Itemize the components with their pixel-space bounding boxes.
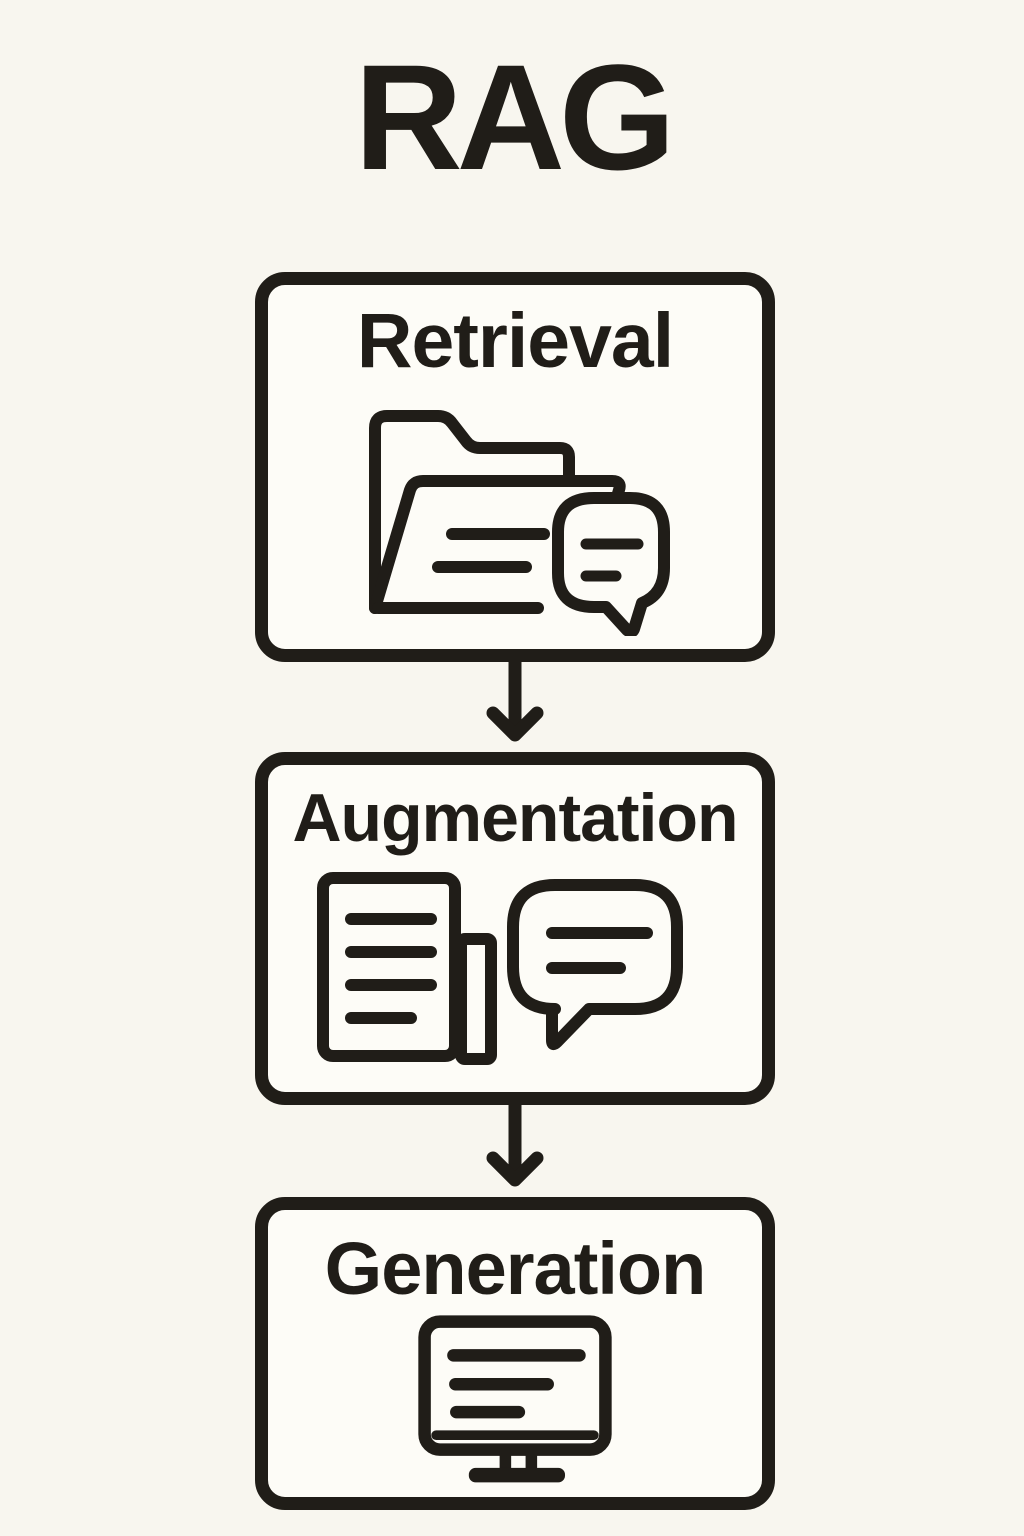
down-arrow-icon xyxy=(486,660,544,742)
flow-box-generation: Generation xyxy=(255,1197,775,1510)
box-label-generation: Generation xyxy=(324,1227,707,1310)
computer-monitor-icon xyxy=(418,1315,612,1483)
folder-with-chat-bubble-icon xyxy=(369,409,670,636)
flow-box-retrieval: Retrieval xyxy=(255,272,775,662)
diagram-title: RAG xyxy=(354,33,675,201)
box-label-retrieval: Retrieval xyxy=(356,298,674,384)
flow-box-augmentation: Augmentation xyxy=(255,752,775,1105)
down-arrow-icon xyxy=(486,1105,544,1187)
box-label-augmentation: Augmentation xyxy=(292,780,738,856)
document-with-chat-bubble-icon xyxy=(317,871,683,1065)
connector-retrieval-to-augmentation xyxy=(255,660,775,752)
rag-flow-diagram: Retrieval Augmentation xyxy=(255,272,775,1510)
connector-augmentation-to-generation xyxy=(255,1105,775,1197)
